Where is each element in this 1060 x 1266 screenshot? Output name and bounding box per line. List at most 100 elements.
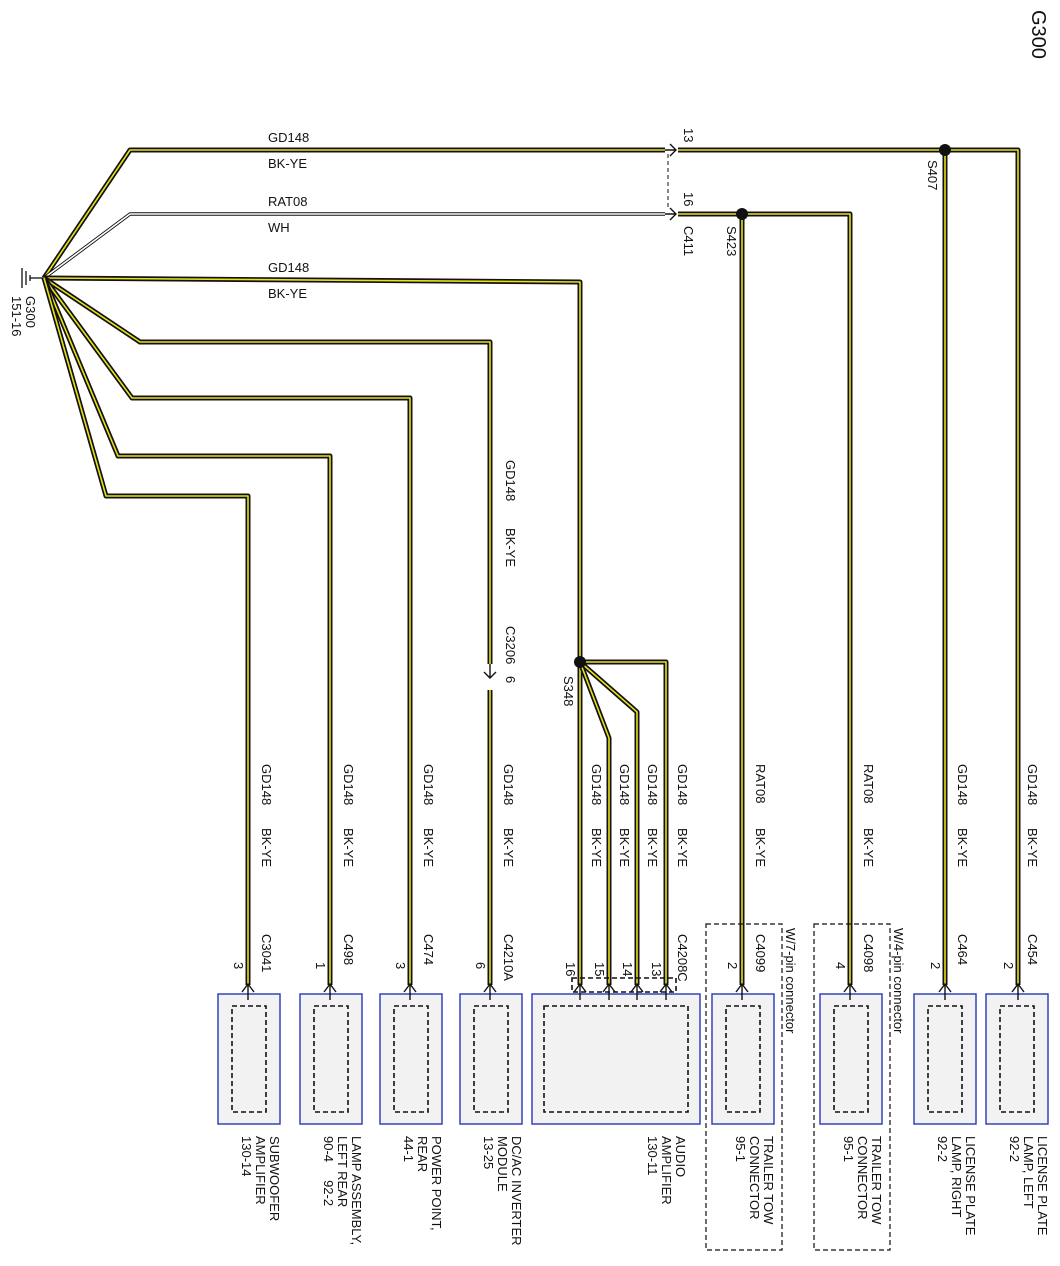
branch-8-pin-mark	[735, 982, 749, 1000]
branch-9-pin-mark	[843, 982, 857, 1000]
branch-1-pin: 1	[313, 962, 328, 969]
splice-s407-label: S407	[925, 160, 940, 190]
branch-9-circuit: RAT08	[861, 764, 876, 804]
subwoofer-line3: 130-14	[239, 1136, 254, 1176]
wire-gd148-subwoofer	[41, 277, 251, 985]
c3206-pin: 6	[503, 676, 518, 683]
branch-3-pin-mark	[483, 982, 497, 1000]
c3206-label: C3206	[503, 626, 518, 664]
trailer-4pin-line2: CONNECTOR	[855, 1136, 870, 1220]
branch-2-color: BK-YE	[421, 828, 436, 867]
branch-10-color: BK-YE	[955, 828, 970, 867]
branch-4-pin-mark	[573, 982, 587, 1000]
component-license-lamp-left	[985, 993, 1049, 1125]
branch-7-pin-mark	[659, 982, 673, 1000]
splice-s423-label: S423	[724, 226, 739, 256]
branch-4-color: BK-YE	[589, 828, 604, 867]
license-left-line3: 92-2	[1007, 1136, 1022, 1162]
branch-0-circuit: GD148	[259, 764, 274, 805]
branch-9-color: BK-YE	[861, 828, 876, 867]
license-left-line1: LICENSE PLATE	[1035, 1136, 1050, 1236]
branch-3-circuit: GD148	[501, 764, 516, 805]
branch-5-circuit: GD148	[617, 764, 632, 805]
branch-2-connector: C474	[421, 934, 436, 965]
inverter-line1: DC/AC INVERTER	[509, 1136, 524, 1246]
subwoofer-line1: SUBWOOFER	[267, 1136, 282, 1221]
top-wire-2-circuit: RAT08	[268, 194, 308, 209]
branch-10-pin: 2	[928, 962, 943, 969]
trailer-7pin-line3: 95-1	[733, 1136, 748, 1162]
branch-0-pin-mark	[241, 982, 255, 1000]
top-wire-3-color: BK-YE	[268, 286, 307, 301]
lamp-assembly-line1: LAMP ASSEMBLY,	[349, 1136, 364, 1245]
audio-line3: 130-11	[645, 1136, 660, 1176]
branch-5-color: BK-YE	[617, 828, 632, 867]
license-right-line2: LAMP, RIGHT	[949, 1136, 964, 1217]
group-7-pin-label: W/7-pin connector	[783, 928, 798, 1034]
branch-9-connector: C4098	[861, 934, 876, 972]
c3206-circuit: GD148	[503, 460, 518, 501]
power-point-line1: POWER POINT,	[429, 1136, 444, 1231]
audio-line1: AUDIO	[673, 1136, 688, 1177]
branch-3-connector: C4210A	[501, 934, 516, 981]
branch-9-pin: 4	[833, 962, 848, 969]
top-wire-2-color: WH	[268, 220, 290, 235]
ground-symbol-icon	[21, 268, 44, 288]
component-trailer-tow-7pin	[711, 993, 775, 1125]
branch-8-circuit: RAT08	[753, 764, 768, 804]
inverter-line2: MODULE	[495, 1136, 510, 1192]
branch-1-pin-mark	[323, 982, 337, 1000]
splice-s348-label: S348	[561, 676, 576, 706]
component-dc-ac-inverter	[459, 993, 523, 1125]
component-trailer-tow-4pin	[819, 993, 883, 1125]
branch-1-connector: C498	[341, 934, 356, 965]
branch-2-pin-mark	[403, 982, 417, 1000]
branch-11-pin-mark	[1011, 982, 1025, 1000]
audio-line2: AMPLIFIER	[659, 1136, 674, 1205]
top-wire-1-circuit: GD148	[268, 130, 309, 145]
component-audio-amplifier	[531, 977, 701, 1125]
wire-rat08-white	[42, 212, 665, 280]
power-point-line2: REAR	[415, 1136, 430, 1172]
branch-1-circuit: GD148	[341, 764, 356, 805]
branch-3-color: BK-YE	[501, 828, 516, 867]
branch-7-connector: C4208C	[675, 934, 690, 982]
lamp-assembly-line3: 90-4 92-2	[321, 1136, 336, 1206]
license-right-line1: LICENSE PLATE	[963, 1136, 978, 1236]
wire-gd148-top	[41, 147, 665, 280]
splice-s423-dot	[736, 208, 748, 220]
splice-s348-dot	[574, 656, 586, 668]
c411-pin-13: 13	[681, 128, 696, 142]
branch-8-color: BK-YE	[753, 828, 768, 867]
c411-pin-16: 16	[681, 192, 696, 206]
group-4-pin-box	[813, 923, 891, 1251]
branch-8-pin: 2	[725, 962, 740, 969]
branch-11-color: BK-YE	[1025, 828, 1040, 867]
inline-connector-c411	[665, 143, 677, 221]
branch-6-circuit: GD148	[645, 764, 660, 805]
inverter-line3: 13-25	[481, 1136, 496, 1169]
trailer-7pin-line1: TRAILER TOW	[761, 1136, 776, 1225]
trailer-7pin-line2: CONNECTOR	[747, 1136, 762, 1220]
ground-id: G300	[23, 296, 38, 328]
branch-1-color: BK-YE	[341, 828, 356, 867]
branch-6-color: BK-YE	[645, 828, 660, 867]
wire-gd148-lamp-assembly	[41, 277, 333, 985]
subwoofer-line2: AMPLIFIER	[253, 1136, 268, 1205]
branch-2-circuit: GD148	[421, 764, 436, 805]
branch-4-circuit: GD148	[589, 764, 604, 805]
license-left-line2: LAMP, LEFT	[1021, 1136, 1036, 1209]
wire-gd148-power-point	[41, 276, 413, 985]
group-4-pin-label: W/4-pin connector	[891, 928, 906, 1034]
splice-s407-dot	[939, 144, 951, 156]
branch-11-circuit: GD148	[1025, 764, 1040, 805]
power-point-line3: 44-1	[401, 1136, 416, 1162]
trailer-4pin-line3: 95-1	[841, 1136, 856, 1162]
branch-3-pin: 6	[473, 962, 488, 969]
page-title: G300	[1027, 10, 1049, 59]
branch-4-pin: 16	[563, 962, 578, 976]
component-license-lamp-right	[913, 993, 977, 1125]
group-7-pin-box	[705, 923, 783, 1251]
branch-5-pin: 15	[592, 962, 607, 976]
branch-7-color: BK-YE	[675, 828, 690, 867]
